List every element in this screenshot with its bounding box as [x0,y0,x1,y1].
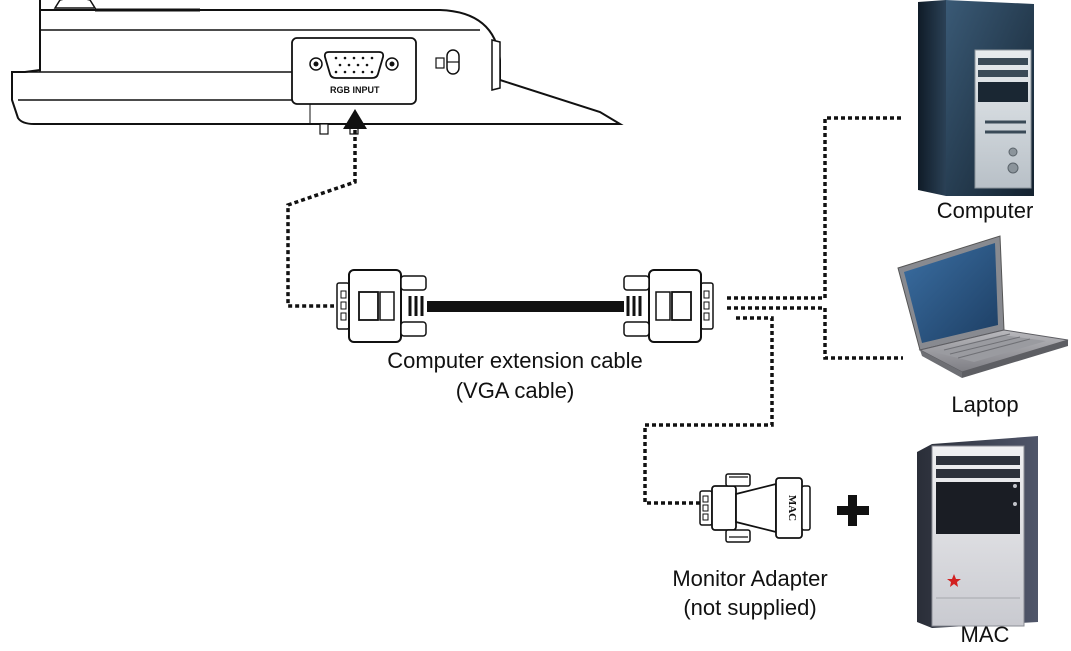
computer-tower [918,0,1034,196]
dotted-connectors [286,116,903,505]
adapter-mac-marking: MAC [786,495,798,521]
laptop [897,235,1069,378]
adapter-label-line2: (not supplied) [683,595,817,620]
vga-cable [336,269,714,343]
plus-icon [837,495,869,526]
rgb-input-label: RGB INPUT [330,85,380,95]
laptop-label: Laptop [951,392,1019,417]
vga-connector-right [623,269,714,343]
computer-label: Computer [936,198,1034,223]
mac-power-star [947,574,961,587]
input-arrow [343,109,367,129]
vga-port [309,51,399,79]
mac-tower [917,436,1038,628]
kensington-lock-slot [435,49,460,75]
vga-cable-label-line1: Computer extension cable [387,348,643,373]
vga-cable-label-line2: (VGA cable) [455,378,575,403]
monitor-adapter: MAC [699,473,811,543]
mac-label: MAC [960,622,1010,647]
vga-connector-left [336,269,427,343]
adapter-label-line1: Monitor Adapter [672,566,828,591]
